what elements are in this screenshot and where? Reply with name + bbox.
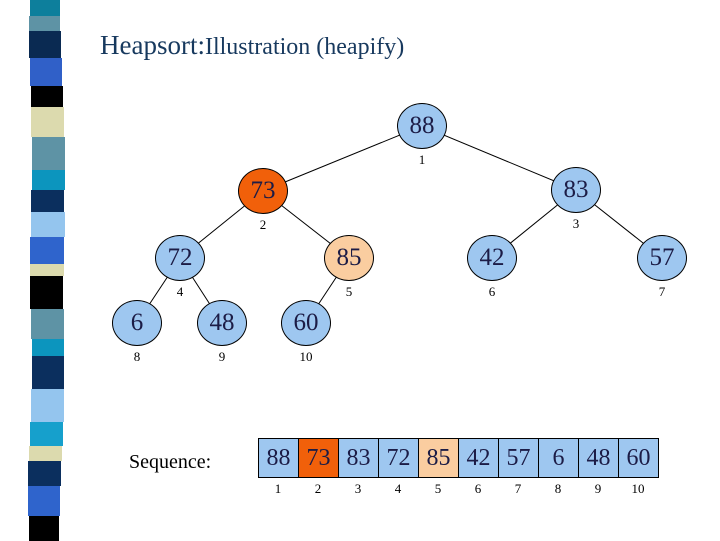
sequence-cell: 73 [298,438,339,478]
tree-node: 72 [155,235,205,281]
tree-node-value: 57 [649,244,675,271]
sequence-cell-index: 1 [274,481,282,496]
sequence-cell-index: 6 [474,481,482,496]
sequence-cell-value: 6 [552,445,565,471]
sequence-label: Sequence: [129,451,212,473]
tree-node-index: 10 [299,349,313,364]
sequence-index-row: 1 2 3 4 5 6 7 8 9 10 [258,481,658,497]
strip-block [30,0,60,16]
strip-block [31,389,64,422]
sequence-cell: 72 [378,438,419,478]
tree-node-index: 6 [488,284,496,299]
sequence-cell-value: 73 [306,445,331,471]
sequence-cell-value: 60 [626,445,651,471]
strip-block [30,276,63,309]
strip-block [29,31,61,58]
tree-node-index: 3 [572,216,580,231]
sequence-cell-index: 3 [354,481,362,496]
slide-title: Heapsort:Illustration (heapify) [100,30,404,61]
tree-node-index: 9 [218,349,226,364]
strip-block [29,516,59,541]
sequence-cell-index: 2 [314,481,322,496]
tree-edge [262,125,423,192]
sequence-cell: 83 [338,438,379,478]
tree-node: 6 [112,300,162,346]
sequence-cell-index: 5 [434,481,442,496]
strip-block [32,137,65,170]
strip-block [29,16,60,31]
decor-strip [26,0,70,541]
sequence-cell-value: 83 [346,445,371,471]
sequence-cell-index: 8 [554,481,562,496]
sequence-cell-value: 57 [506,445,531,471]
strip-block [30,264,64,276]
sequence-cell: 42 [458,438,499,478]
tree-node-value: 88 [409,112,435,139]
tree-node: 88 [397,103,447,149]
strip-block [32,170,65,190]
strip-block [31,212,65,237]
strip-block [31,107,64,137]
tree-node-index: 4 [176,284,184,299]
sequence-cell: 6 [538,438,579,478]
strip-block [32,339,64,356]
strip-block [31,309,64,339]
tree-node-value: 72 [167,244,193,271]
tree-node-value: 42 [479,244,505,271]
sequence-cell-value: 42 [466,445,491,471]
tree-node: 57 [637,235,687,281]
strip-block [29,446,62,461]
strip-block [28,486,60,516]
sequence-cell: 57 [498,438,539,478]
sequence-cell-index: 4 [394,481,402,496]
tree-node: 83 [551,167,601,213]
sequence-cell-index: 9 [594,481,602,496]
sequence-cell: 60 [618,438,659,478]
tree-node-value: 73 [250,177,276,204]
strip-block [31,86,63,107]
tree-node: 48 [197,300,247,346]
strip-block [30,237,64,264]
tree-node: 42 [467,235,517,281]
tree-node-index: 1 [418,152,426,167]
tree-node-index: 5 [345,284,353,299]
tree-node: 60 [281,300,331,346]
sequence-cell-index: 7 [514,481,522,496]
tree-node-value: 83 [563,176,589,203]
tree-node-value: 60 [293,309,319,336]
sequence-cell-value: 48 [586,445,611,471]
tree-node-value: 85 [336,244,362,271]
strip-block [31,190,64,212]
sequence-row: 88 73 83 72 85 42 57 6 48 60 [258,438,659,478]
sequence-cell-value: 72 [386,445,411,471]
tree-node-value: 6 [130,309,144,336]
tree-node: 73 [238,168,288,214]
strip-block [30,58,62,86]
tree-node: 85 [324,235,374,281]
strip-block [30,422,63,446]
sequence-cell: 88 [258,438,299,478]
sequence-cell-index: 10 [631,481,645,496]
sequence-cell-value: 88 [266,445,291,471]
sequence-cell: 48 [578,438,619,478]
tree-node-index: 7 [658,284,666,299]
title-sub: Illustration (heapify) [204,34,405,60]
tree-node-value: 48 [209,309,235,336]
strip-block [28,461,61,486]
tree-node-index: 2 [259,217,267,232]
title-main: Heapsort: [100,30,205,60]
strip-block [32,356,64,389]
tree-node-index: 8 [133,349,141,364]
sequence-cell: 85 [418,438,459,478]
sequence-cell-value: 85 [426,445,451,471]
